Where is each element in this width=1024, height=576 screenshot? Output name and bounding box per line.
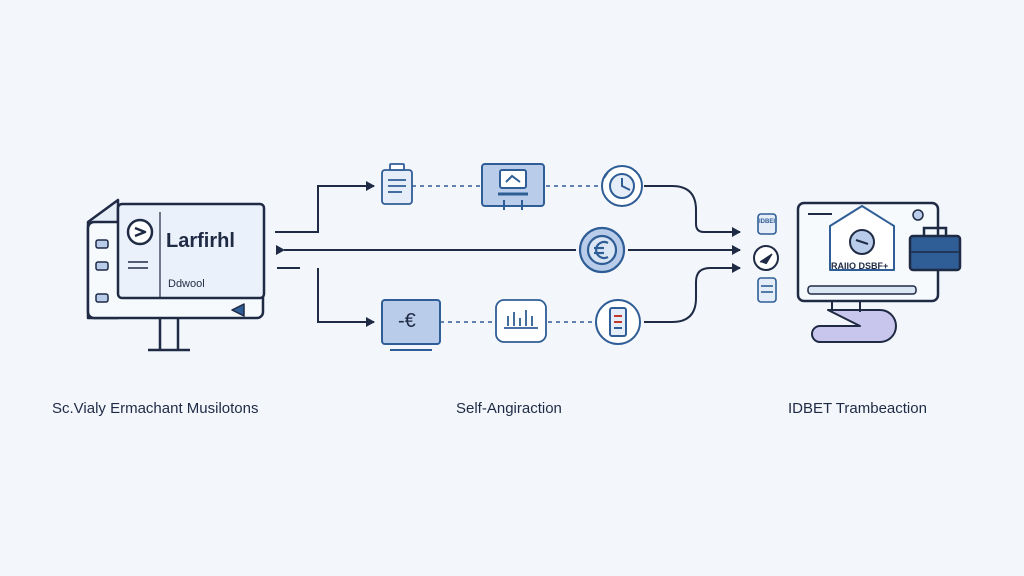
- left-computer-icon: [86, 198, 266, 352]
- send-circle-icon: [753, 245, 779, 271]
- right-converge-lines: [644, 185, 741, 323]
- receipt-icon: [381, 163, 413, 205]
- left-screen-title: Larfirhl: [166, 230, 235, 252]
- calendar-icon: [757, 277, 777, 303]
- middle-caption: Self-Angiraction: [456, 400, 562, 417]
- dashed-links: [412, 185, 600, 323]
- left-screen-subtitle: Ddwool: [168, 278, 205, 290]
- euro-card-icon: [381, 299, 441, 351]
- id-badge-icon: [757, 213, 777, 235]
- id-badge-label: IDBEI: [759, 219, 776, 225]
- right-caption: IDBET Trambeaction: [788, 400, 927, 417]
- right-computer-icon: [796, 201, 940, 343]
- bar-chart-icon: [495, 299, 547, 343]
- clock-icon: [601, 165, 643, 207]
- euro-card-label: -€: [398, 310, 416, 332]
- top-branch-line: [275, 181, 375, 233]
- briefcase-icon: [908, 226, 962, 272]
- payment-terminal-icon: [481, 163, 545, 210]
- bottom-branch-line: [277, 249, 540, 327]
- right-screen-label: RAIIO DSBF+: [831, 261, 889, 271]
- left-caption: Sc.Vialy Ermachant Musilotons: [52, 400, 259, 417]
- euro-coin-icon: [578, 226, 626, 274]
- document-icon: [595, 299, 641, 345]
